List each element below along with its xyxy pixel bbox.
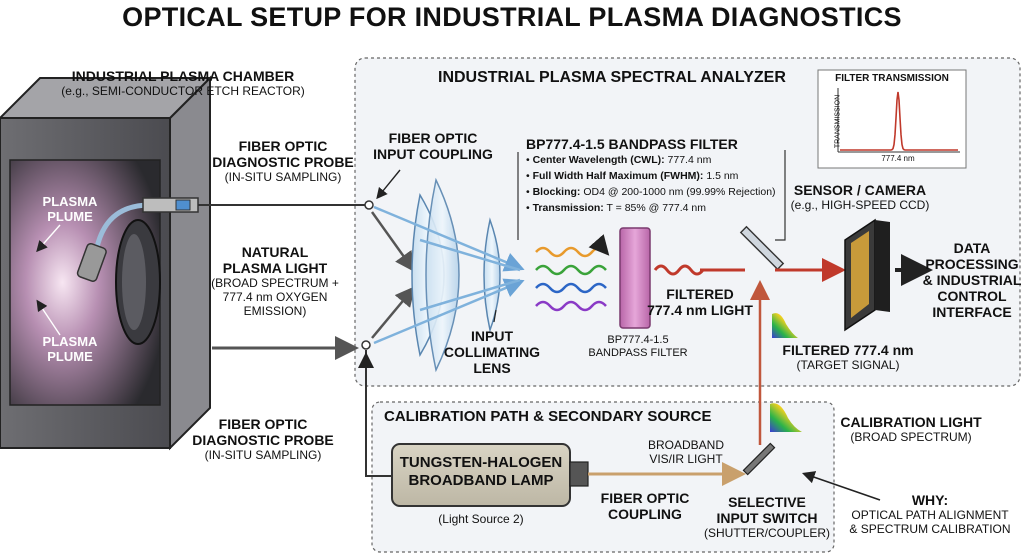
filter-caption: BP777.4-1.5 BANDPASS FILTER bbox=[588, 334, 688, 359]
sensor-label: SENSOR / CAMERA (e.g., HIGH-SPEED CCD) bbox=[790, 182, 930, 212]
filter-spec-value: 777.4 nm bbox=[664, 154, 712, 166]
transmission-ylabel: TRANSMISSION bbox=[834, 94, 842, 149]
plume-label-bottom: PLASMA PLUME bbox=[42, 334, 98, 364]
probe-top-label: FIBER OPTIC DIAGNOSTIC PROBE (IN-SITU SA… bbox=[208, 138, 358, 184]
probe-top-title: FIBER OPTIC DIAGNOSTIC PROBE bbox=[212, 138, 354, 170]
filter-spec-row: • Center Wavelength (CWL): 777.4 nm bbox=[526, 154, 712, 166]
switch-subtitle: (SHUTTER/COUPLER) bbox=[704, 526, 831, 540]
filtered-signal-subtitle: (TARGET SIGNAL) bbox=[796, 358, 900, 372]
plasma-chamber bbox=[0, 75, 213, 451]
probe-bottom-title: FIBER OPTIC DIAGNOSTIC PROBE bbox=[192, 416, 334, 448]
plume-label-top: PLASMA PLUME bbox=[42, 194, 98, 224]
chamber-subtitle: (e.g., SEMI-CONDUCTOR ETCH REACTOR) bbox=[61, 84, 305, 98]
calibration-spectrum-icon bbox=[770, 403, 802, 432]
switch-title: SELECTIVE INPUT SWITCH bbox=[716, 494, 818, 526]
spectrum-waves bbox=[535, 234, 610, 312]
sensor-camera bbox=[844, 218, 890, 332]
coupling-arrow-top bbox=[370, 211, 415, 273]
transmission-title: FILTER TRANSMISSION bbox=[835, 73, 949, 84]
filter-spec-rows: • Center Wavelength (CWL): 777.4 nm • Ful… bbox=[526, 152, 786, 216]
filter-spec-value: OD4 @ 200-1000 nm (99.99% Rejection) bbox=[580, 186, 776, 198]
selective-switch bbox=[742, 442, 776, 476]
transmission-plot bbox=[817, 69, 967, 169]
probe-top-subtitle: (IN-SITU SAMPLING) bbox=[224, 170, 342, 184]
probe-bottom-label: FIBER OPTIC DIAGNOSTIC PROBE (IN-SITU SA… bbox=[188, 416, 338, 462]
filtered-wave bbox=[653, 264, 705, 276]
transmission-xlabel: 777.4 nm bbox=[881, 154, 915, 163]
probe-tip bbox=[76, 242, 107, 282]
lamp-label: TUNGSTEN-HALOGEN BROADBAND LAMP bbox=[399, 454, 563, 489]
fiber-node-top bbox=[364, 200, 374, 210]
natural-light-label: NATURAL PLASMA LIGHT (BROAD SPECTRUM + 7… bbox=[190, 244, 360, 318]
filtered-light-label: FILTERED 777.4 nm LIGHT bbox=[647, 286, 753, 318]
filter-spec-key: Full Width Half Maximum (FWHM): bbox=[532, 170, 704, 182]
calibration-title: CALIBRATION PATH & SECONDARY SOURCE bbox=[384, 408, 712, 425]
bandpass-filter bbox=[619, 227, 651, 329]
calibration-light-title: CALIBRATION LIGHT bbox=[840, 414, 982, 430]
plume-pointer-top bbox=[36, 224, 61, 253]
switch-label: SELECTIVE INPUT SWITCH (SHUTTER/COUPLER) bbox=[704, 494, 830, 540]
chamber-label: INDUSTRIAL PLASMA CHAMBER (e.g., SEMI-CO… bbox=[48, 68, 318, 98]
filter-spec-key: Transmission: bbox=[532, 202, 604, 214]
beamsplitter bbox=[739, 225, 785, 271]
why-arrow bbox=[801, 471, 881, 501]
filter-spec-value: T = 85% @ 777.4 nm bbox=[603, 202, 707, 214]
lamp-sublabel: (Light Source 2) bbox=[438, 512, 524, 526]
filtered-signal-title: FILTERED 777.4 nm bbox=[782, 342, 914, 358]
natural-light-subtitle: (BROAD SPECTRUM + 777.4 nm OXYGEN EMISSI… bbox=[211, 276, 339, 318]
blue-beams bbox=[373, 205, 525, 345]
input-coupling-label: FIBER OPTIC INPUT COUPLING bbox=[373, 130, 493, 162]
filtered-signal-label: FILTERED 777.4 nm (TARGET SIGNAL) bbox=[778, 342, 918, 372]
plume-pointer-bottom bbox=[36, 299, 61, 336]
sensor-title: SENSOR / CAMERA bbox=[793, 182, 927, 198]
why-label: WHY: OPTICAL PATH ALIGNMENT & SPECTRUM C… bbox=[838, 492, 1022, 536]
data-processing-label: DATA PROCESSING & INDUSTRIAL CONTROL INT… bbox=[922, 240, 1022, 320]
filter-spec-row: • Full Width Half Maximum (FWHM): 1.5 nm bbox=[526, 170, 739, 182]
filter-spec-key: Blocking: bbox=[532, 186, 581, 198]
filter-spec: BP777.4-1.5 BANDPASS FILTER • Center Wav… bbox=[526, 136, 786, 216]
chamber-title: INDUSTRIAL PLASMA CHAMBER bbox=[71, 68, 295, 84]
natural-light-title: NATURAL PLASMA LIGHT bbox=[222, 244, 328, 276]
why-title: WHY: bbox=[911, 492, 949, 508]
coupling-arrow-bottom bbox=[371, 286, 416, 339]
calibration-light-label: CALIBRATION LIGHT (BROAD SPECTRUM) bbox=[836, 414, 986, 444]
diagram-title: OPTICAL SETUP FOR INDUSTRIAL PLASMA DIAG… bbox=[122, 2, 902, 32]
filter-spec-row: • Transmission: T = 85% @ 777.4 nm bbox=[526, 202, 707, 214]
why-text: OPTICAL PATH ALIGNMENT & SPECTRUM CALIBR… bbox=[849, 508, 1011, 536]
fiber-coupling-label: FIBER OPTIC COUPLING bbox=[600, 490, 690, 522]
signal-spectrum-icon bbox=[772, 313, 798, 338]
probe-bottom-subtitle: (IN-SITU SAMPLING) bbox=[204, 448, 322, 462]
fiber-line-bottom bbox=[365, 350, 392, 477]
transmission-curve bbox=[840, 91, 958, 151]
fiber-node-bottom bbox=[361, 340, 371, 350]
filter-spec-key: Center Wavelength (CWL): bbox=[532, 154, 665, 166]
filter-spec-row: • Blocking: OD4 @ 200-1000 nm (99.99% Re… bbox=[526, 186, 776, 198]
sensor-subtitle: (e.g., HIGH-SPEED CCD) bbox=[790, 198, 930, 212]
filter-spec-value: 1.5 nm bbox=[703, 170, 739, 182]
collimating-lens-label: INPUT COLLIMATING LENS bbox=[443, 328, 541, 376]
broadband-label: BROADBAND VIS/IR LIGHT bbox=[647, 438, 724, 466]
calibration-light-subtitle: (BROAD SPECTRUM) bbox=[850, 430, 972, 444]
filter-spec-title: BP777.4-1.5 BANDPASS FILTER bbox=[526, 136, 738, 152]
analyzer-title: INDUSTRIAL PLASMA SPECTRAL ANALYZER bbox=[438, 69, 786, 86]
